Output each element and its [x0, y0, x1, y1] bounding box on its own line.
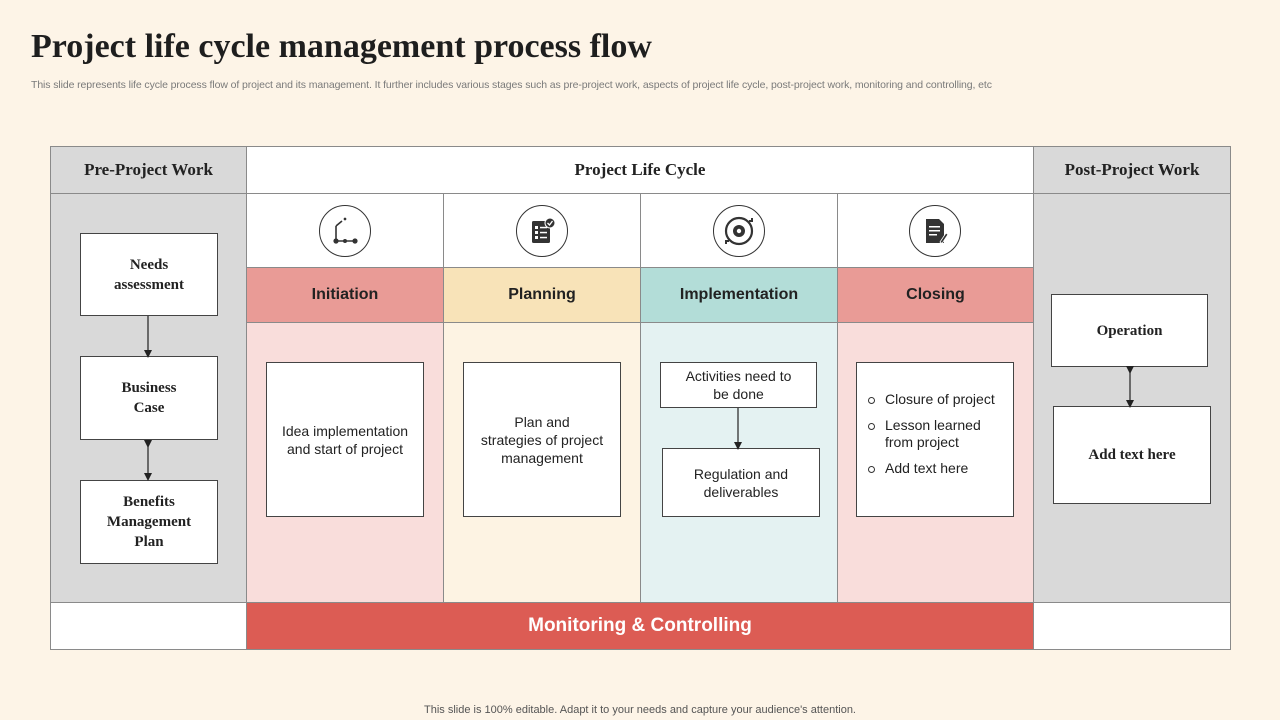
document-pen-icon	[909, 205, 961, 257]
closing-bullet-text: Add text here	[885, 460, 969, 476]
needs-line-1: Needs	[129, 256, 169, 273]
stage-initiation: Initiation	[246, 267, 444, 323]
planning-line-1: Plan and	[514, 413, 570, 430]
operation-box: Operation	[1051, 294, 1208, 367]
activities-box: Activities need to be done	[660, 362, 817, 408]
planning-line-2: strategies of project	[480, 431, 604, 448]
business-case-box: Business Case	[80, 356, 218, 440]
header-post-project: Post-Project Work	[1033, 146, 1231, 194]
monitoring-controlling-bar: Monitoring & Controlling	[246, 602, 1034, 650]
closing-bullet-text: Lesson learned from project	[885, 417, 981, 451]
initiation-line-2: and start of project	[287, 440, 403, 457]
cycle-gear-icon	[713, 205, 765, 257]
needs-assessment-box: Needs assessment	[80, 233, 218, 316]
closing-bullet-line: Lesson learned	[885, 417, 981, 433]
stage-implementation-label: Implementation	[679, 286, 799, 303]
closing-bullet: Lesson learned from project	[865, 417, 1005, 451]
benefits-line-1: Benefits	[123, 494, 175, 510]
business-line-2: Case	[133, 400, 165, 416]
activities-line-2: be done	[713, 386, 764, 402]
page-subtitle: This slide represents life cycle process…	[31, 79, 992, 91]
stage-implementation: Implementation	[640, 267, 838, 323]
benefits-line-2: Management	[106, 514, 192, 530]
monitoring-left-cell	[50, 602, 247, 650]
planning-line-3: management	[501, 449, 583, 466]
planning-box: Plan and strategies of project managemen…	[463, 362, 621, 517]
closing-bullet-line: from project	[885, 434, 959, 450]
stage-planning: Planning	[443, 267, 641, 323]
header-pre-project: Pre-Project Work	[50, 146, 247, 194]
business-line-1: Business	[121, 380, 177, 396]
stage-planning-label: Planning	[508, 286, 576, 303]
add-text-box: Add text here	[1053, 406, 1211, 504]
header-project-life-cycle: Project Life Cycle	[246, 146, 1034, 194]
regulation-line-1: Regulation and	[693, 465, 789, 482]
initiation-line-1: Idea implementation	[281, 422, 409, 439]
initiation-box: Idea implementation and start of project	[266, 362, 424, 517]
bullet-dot-icon	[868, 423, 875, 430]
page-title: Project life cycle management process fl…	[31, 28, 652, 65]
monitoring-right-cell	[1033, 602, 1231, 650]
post-project-column	[1033, 193, 1231, 603]
closing-bullet: Closure of project	[865, 391, 1005, 408]
stage-initiation-label: Initiation	[311, 286, 379, 303]
checklist-icon	[516, 205, 568, 257]
bullet-dot-icon	[868, 397, 875, 404]
stage-closing-label: Closing	[906, 286, 965, 303]
milestone-path-icon	[319, 205, 371, 257]
closing-bullet-text: Closure of project	[885, 391, 995, 407]
regulation-box: Regulation and deliverables	[662, 448, 820, 517]
closing-box: Closure of project Lesson learned from p…	[856, 362, 1014, 517]
needs-line-2: assessment	[114, 276, 184, 293]
bullet-dot-icon	[868, 466, 875, 473]
stage-closing: Closing	[837, 267, 1034, 323]
benefits-line-3: Plan	[134, 534, 164, 550]
activities-line-1: Activities need to	[685, 368, 792, 384]
footer-note: This slide is 100% editable. Adapt it to…	[424, 704, 856, 716]
closing-bullet: Add text here	[865, 460, 1005, 477]
benefits-plan-box: Benefits Management Plan	[80, 480, 218, 564]
regulation-line-2: deliverables	[703, 483, 779, 500]
